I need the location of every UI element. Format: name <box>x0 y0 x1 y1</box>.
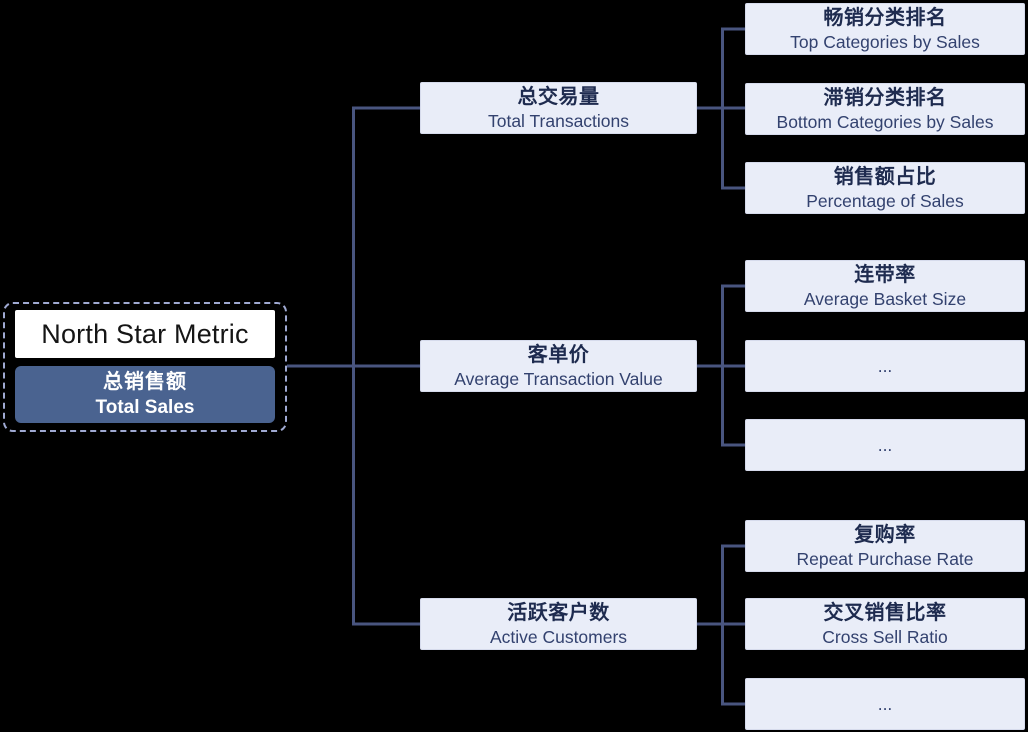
leaf-node-cross-sell-ratio: 交叉销售比率 Cross Sell Ratio <box>745 598 1025 650</box>
branch-label-en: Total Transactions <box>487 110 630 131</box>
root-metric-box: 总销售额 Total Sales <box>15 366 275 423</box>
root-metric-label-en: Total Sales <box>95 397 195 418</box>
leaf-label-zh: 复购率 <box>854 523 916 546</box>
leaf-label-en: Top Categories by Sales <box>790 31 980 52</box>
branch-node-average-transaction-value: 客单价 Average Transaction Value <box>420 340 697 392</box>
leaf-node-average-basket-size: 连带率 Average Basket Size <box>745 260 1025 312</box>
branch-node-active-customers: 活跃客户数 Active Customers <box>420 598 697 650</box>
leaf-label-en: Percentage of Sales <box>806 190 964 211</box>
leaf-label-en: Average Basket Size <box>803 288 967 309</box>
leaf-label-zh: 销售额占比 <box>833 165 937 188</box>
leaf-label-en: Repeat Purchase Rate <box>796 548 974 569</box>
leaf-node-ellipsis-1: ... <box>745 340 1025 392</box>
leaf-label-zh: 交叉销售比率 <box>823 601 947 624</box>
root-metric-label-zh: 总销售额 <box>103 371 187 393</box>
left-trunk-line <box>352 106 420 626</box>
root-title-box: North Star Metric <box>15 310 275 358</box>
leaf-label-en: Bottom Categories by Sales <box>776 111 994 132</box>
leaf-node-repeat-purchase-rate: 复购率 Repeat Purchase Rate <box>745 520 1025 572</box>
leaf-node-top-categories-by-sales: 畅销分类排名 Top Categories by Sales <box>745 3 1025 55</box>
branch-label-en: Average Transaction Value <box>454 368 663 389</box>
branch-label-en: Active Customers <box>489 626 628 647</box>
leaf-node-ellipsis-3: ... <box>745 678 1025 730</box>
leaf-label-zh: 滞销分类排名 <box>823 86 947 109</box>
leaf-label-en: ... <box>877 694 893 714</box>
branch-label-zh: 总交易量 <box>517 85 600 108</box>
branch-label-zh: 客单价 <box>527 343 590 366</box>
branch-node-total-transactions: 总交易量 Total Transactions <box>420 82 697 134</box>
group2-trunk-line <box>721 284 745 447</box>
root-node: North Star Metric 总销售额 Total Sales <box>3 302 287 432</box>
leaf-node-bottom-categories-by-sales: 滞销分类排名 Bottom Categories by Sales <box>745 83 1025 135</box>
leaf-label-en: Cross Sell Ratio <box>822 626 948 647</box>
leaf-node-percentage-of-sales: 销售额占比 Percentage of Sales <box>745 162 1025 214</box>
root-title-label: North Star Metric <box>41 318 249 349</box>
leaf-label-zh: 畅销分类排名 <box>823 6 947 29</box>
group1-trunk-line <box>721 27 745 190</box>
branch-label-zh: 活跃客户数 <box>507 601 610 624</box>
leaf-label-zh: 连带率 <box>854 263 916 286</box>
leaf-label-en: ... <box>877 435 893 455</box>
group3-trunk-line <box>721 544 745 706</box>
leaf-node-ellipsis-2: ... <box>745 419 1025 471</box>
leaf-label-en: ... <box>877 356 893 376</box>
